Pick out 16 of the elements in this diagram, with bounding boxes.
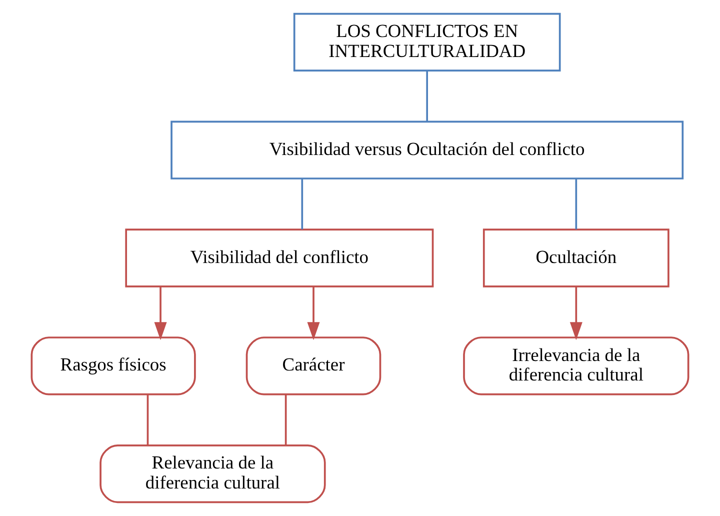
connector — [284, 394, 287, 446]
node-box: Visibilidad del conflicto — [125, 228, 434, 288]
node-box: Rasgos físicos — [30, 336, 196, 396]
connector — [575, 179, 578, 230]
arrow — [570, 286, 582, 340]
node-box: Relevancia de la diferencia cultural — [100, 444, 326, 504]
node-box: Visibilidad versus Ocultación del conflicto — [170, 120, 684, 180]
connector — [426, 71, 428, 122]
arrow — [307, 286, 320, 340]
node-box: Carácter — [246, 336, 382, 396]
node-box: Ocultación — [482, 228, 670, 288]
arrow — [154, 286, 167, 340]
connector — [146, 394, 149, 446]
node-box: LOS CONFLICTOS EN INTERCULTURALIDAD — [293, 12, 561, 72]
connector — [301, 179, 304, 230]
node-box: Irrelevancia de la diferencia cultural — [463, 336, 690, 396]
